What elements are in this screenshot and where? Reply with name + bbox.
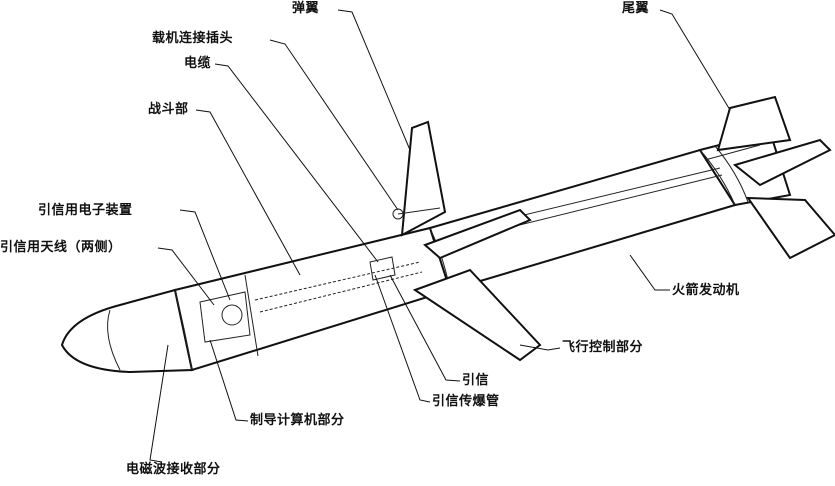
label-guidance-computer: 制导计算机部分: [250, 413, 345, 428]
label-fuze-conduit: 引信传爆管: [432, 394, 500, 409]
label-fuze: 引信: [462, 373, 490, 388]
label-flight-control: 飞行控制部分: [562, 340, 644, 355]
label-rocket-motor: 火箭发动机: [672, 283, 740, 298]
label-cable: 电缆: [184, 56, 212, 71]
label-fuze-antenna: 引信用天线（两侧）: [0, 240, 122, 255]
wing-upper: [400, 120, 532, 260]
label-connector: 载机连接插头: [152, 31, 234, 46]
leader-lines: [149, 9, 731, 463]
label-wing: 弹翼: [292, 1, 320, 16]
label-fuze-electronics: 引信用电子装置: [38, 203, 133, 218]
connector-plug: [392, 208, 404, 220]
wing-lower: [412, 268, 542, 362]
tail-fins: [704, 95, 835, 260]
label-em-receiver: 电磁波接收部分: [126, 462, 221, 477]
label-warhead: 战斗部: [148, 102, 189, 117]
missile-body: [60, 130, 792, 374]
label-tail: 尾翼: [622, 1, 650, 16]
